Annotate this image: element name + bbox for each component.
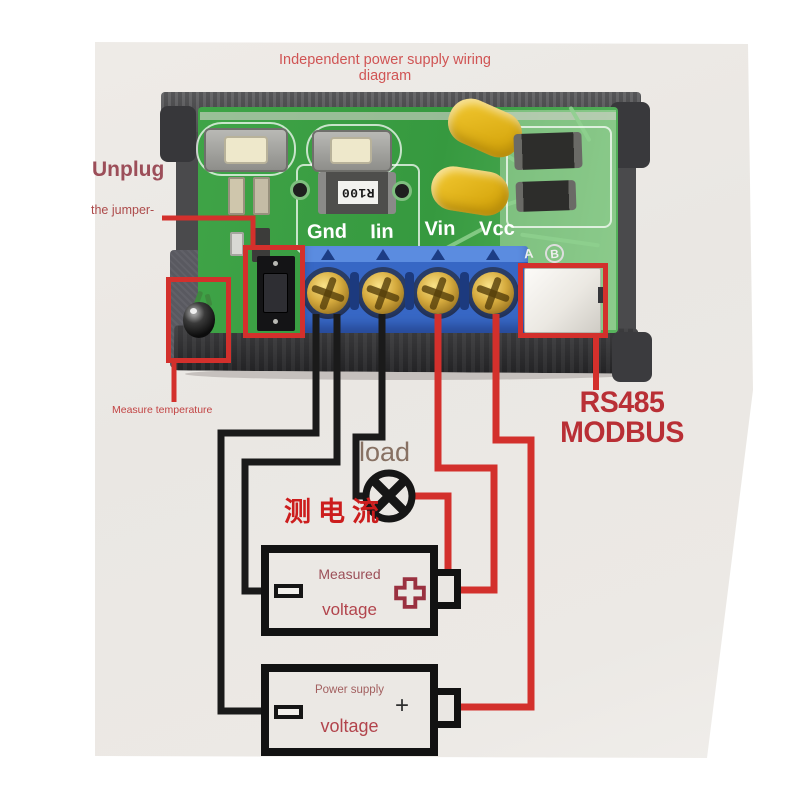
modbus-line: MODBUS bbox=[560, 416, 684, 449]
terminal-separator bbox=[350, 272, 359, 310]
connector-pin-a-label: A bbox=[523, 245, 535, 262]
terminal-separator bbox=[460, 272, 469, 310]
jumper-pin bbox=[273, 261, 278, 266]
terminal-notch bbox=[376, 249, 390, 260]
plus-terminal-label: + bbox=[395, 692, 410, 719]
push-button-right-cap bbox=[330, 137, 372, 164]
annotation-box-thermistor bbox=[166, 277, 231, 363]
load-label: load bbox=[359, 437, 411, 467]
measured-voltage-box: Measured voltage bbox=[261, 545, 438, 636]
smd-diode-top bbox=[513, 131, 583, 171]
case-clip-left bbox=[160, 106, 196, 162]
terminal-notch bbox=[486, 249, 500, 260]
terminal-block bbox=[303, 246, 528, 333]
measured-voltage-title: Measured bbox=[318, 566, 381, 582]
pcb-hole-right bbox=[392, 181, 412, 201]
jumper-note-label: the jumper- bbox=[91, 203, 155, 217]
terminal-screw-vcc bbox=[472, 272, 514, 314]
measured-voltage-subtitle: voltage bbox=[322, 600, 377, 619]
annotation-box-jumper bbox=[243, 245, 305, 338]
measure-temperature-label: Measure temperature bbox=[112, 404, 213, 416]
terminal-screw-vin bbox=[417, 272, 459, 314]
terminal-well-iin bbox=[357, 267, 409, 319]
smd-diode-bottom bbox=[515, 179, 577, 213]
terminal-separator bbox=[405, 272, 414, 310]
smd-component bbox=[228, 177, 245, 215]
silkscreen-outline-button-left bbox=[196, 122, 296, 176]
unplug-label: Unplug bbox=[92, 158, 165, 181]
minus-terminal-icon bbox=[274, 705, 303, 719]
rs485-modbus-label: RS485 MODBUS bbox=[554, 388, 691, 448]
terminal-screw-gnd bbox=[307, 272, 349, 314]
terminal-well-vcc bbox=[467, 267, 519, 319]
power-supply-subtitle: voltage bbox=[320, 716, 379, 736]
measure-current-label: 测电流 bbox=[284, 497, 386, 527]
terminal-label-iin: Iin bbox=[370, 220, 394, 244]
diagram-title: Independent power supply wiring diagram bbox=[279, 52, 491, 84]
display-edge-strip bbox=[200, 112, 616, 120]
push-button-left-cap bbox=[224, 136, 268, 164]
thermistor bbox=[183, 302, 215, 338]
jumper-cap bbox=[263, 273, 288, 313]
terminal-notch bbox=[431, 249, 445, 260]
minus-terminal-icon bbox=[274, 584, 303, 598]
smd-component bbox=[253, 177, 270, 215]
annotation-box-connector bbox=[518, 263, 608, 338]
terminal-well-gnd bbox=[303, 267, 354, 319]
power-supply-box: Power supply voltage + bbox=[261, 664, 438, 756]
terminal-well-vin bbox=[412, 267, 464, 319]
silkscreen-outline-right bbox=[506, 126, 612, 228]
power-supply-title: Power supply bbox=[314, 684, 385, 696]
pcb-hole-left bbox=[290, 180, 310, 200]
shunt-resistor-label: R100 bbox=[338, 181, 378, 204]
terminal-label-vcc: Vcc bbox=[479, 217, 515, 241]
rs485-connector bbox=[524, 268, 605, 333]
terminal-label-gnd: Gnd bbox=[306, 220, 348, 244]
terminal-label-vin: Vin bbox=[424, 217, 456, 241]
plus-terminal-icon bbox=[394, 577, 426, 609]
smd-component bbox=[230, 232, 244, 256]
terminal-screw-iin bbox=[362, 272, 404, 314]
case-clip-right-bottom bbox=[612, 332, 652, 382]
rs485-line: RS485 bbox=[579, 386, 665, 419]
terminal-notch bbox=[321, 249, 335, 260]
